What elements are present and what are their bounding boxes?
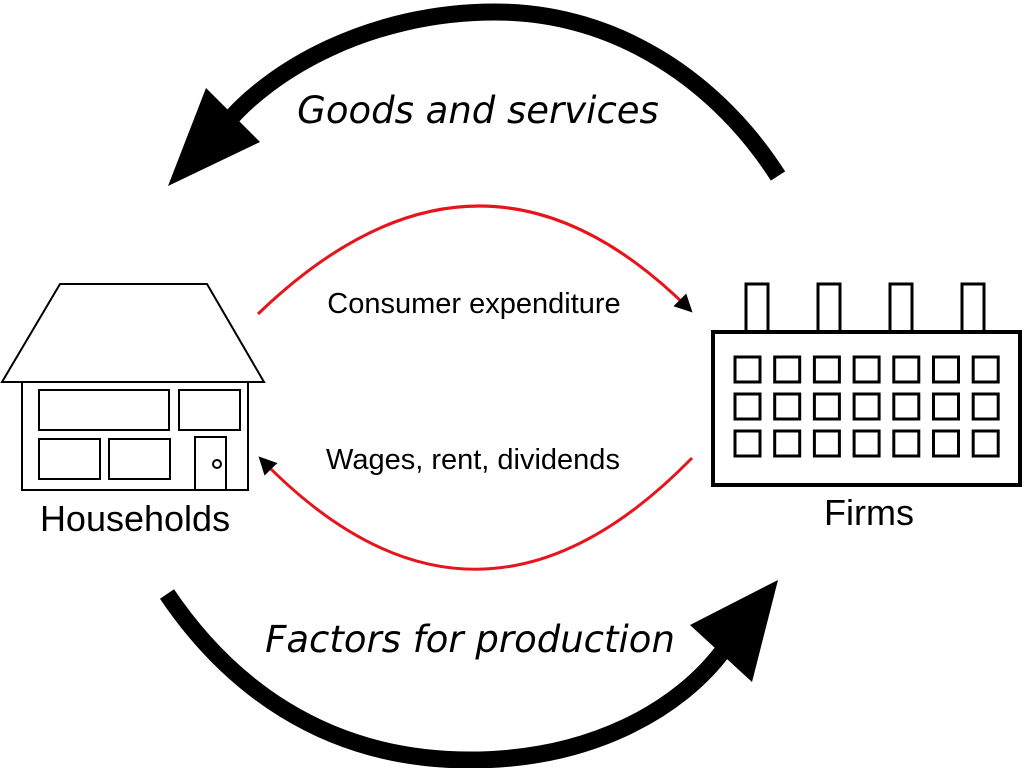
factory-window — [812, 392, 841, 421]
house-window — [108, 438, 171, 480]
factory-window — [971, 392, 1000, 421]
house-icon — [0, 283, 266, 491]
factors-for-production-arrowhead — [690, 580, 778, 682]
firms-label: Firms — [824, 492, 914, 533]
factory-window — [852, 392, 881, 421]
factory-chimney — [744, 282, 770, 334]
factory-window — [892, 392, 921, 421]
factory-window — [773, 355, 802, 384]
goods-and-services-arrow — [168, 3, 786, 186]
consumer-expenditure-label: Consumer expenditure — [327, 288, 620, 320]
factors-for-production-label: Factors for production — [265, 618, 675, 661]
wages-rent-dividends-arrow — [258, 456, 694, 571]
house-window — [178, 389, 241, 431]
factory-window — [812, 355, 841, 384]
goods-and-services-arrow-shaft — [218, 3, 786, 181]
consumer-expenditure-arrow — [256, 204, 693, 316]
factory-chimney — [816, 282, 842, 334]
factory-window — [852, 355, 881, 384]
households-label: Households — [40, 498, 230, 539]
factory-window — [932, 392, 960, 421]
house-door-knob — [212, 459, 222, 469]
goods-and-services-arrowhead — [168, 88, 260, 186]
factory-window — [971, 429, 1000, 458]
factory-window — [971, 355, 1000, 384]
factory-window — [733, 429, 762, 458]
factory-window — [852, 429, 881, 458]
wages-rent-dividends-label: Wages, rent, dividends — [326, 444, 620, 476]
house-roof — [0, 283, 266, 383]
factory-windows — [733, 355, 1000, 458]
house-window — [38, 389, 170, 431]
factory-icon — [711, 282, 1022, 487]
house-window — [38, 438, 101, 480]
factory-window — [932, 355, 960, 384]
factory-window — [733, 392, 762, 421]
factory-chimney — [960, 282, 986, 334]
factory-window — [812, 429, 841, 458]
factory-window — [892, 429, 921, 458]
factory-window — [773, 429, 802, 458]
factory-chimney — [888, 282, 914, 334]
factory-window — [932, 429, 960, 458]
factory-window — [733, 355, 762, 384]
factors-for-production-arrow — [159, 580, 778, 768]
goods-and-services-label: Goods and services — [297, 89, 659, 132]
factors-for-production-arrow-shaft — [159, 589, 732, 768]
factory-window — [773, 392, 802, 421]
factory-window — [892, 355, 921, 384]
